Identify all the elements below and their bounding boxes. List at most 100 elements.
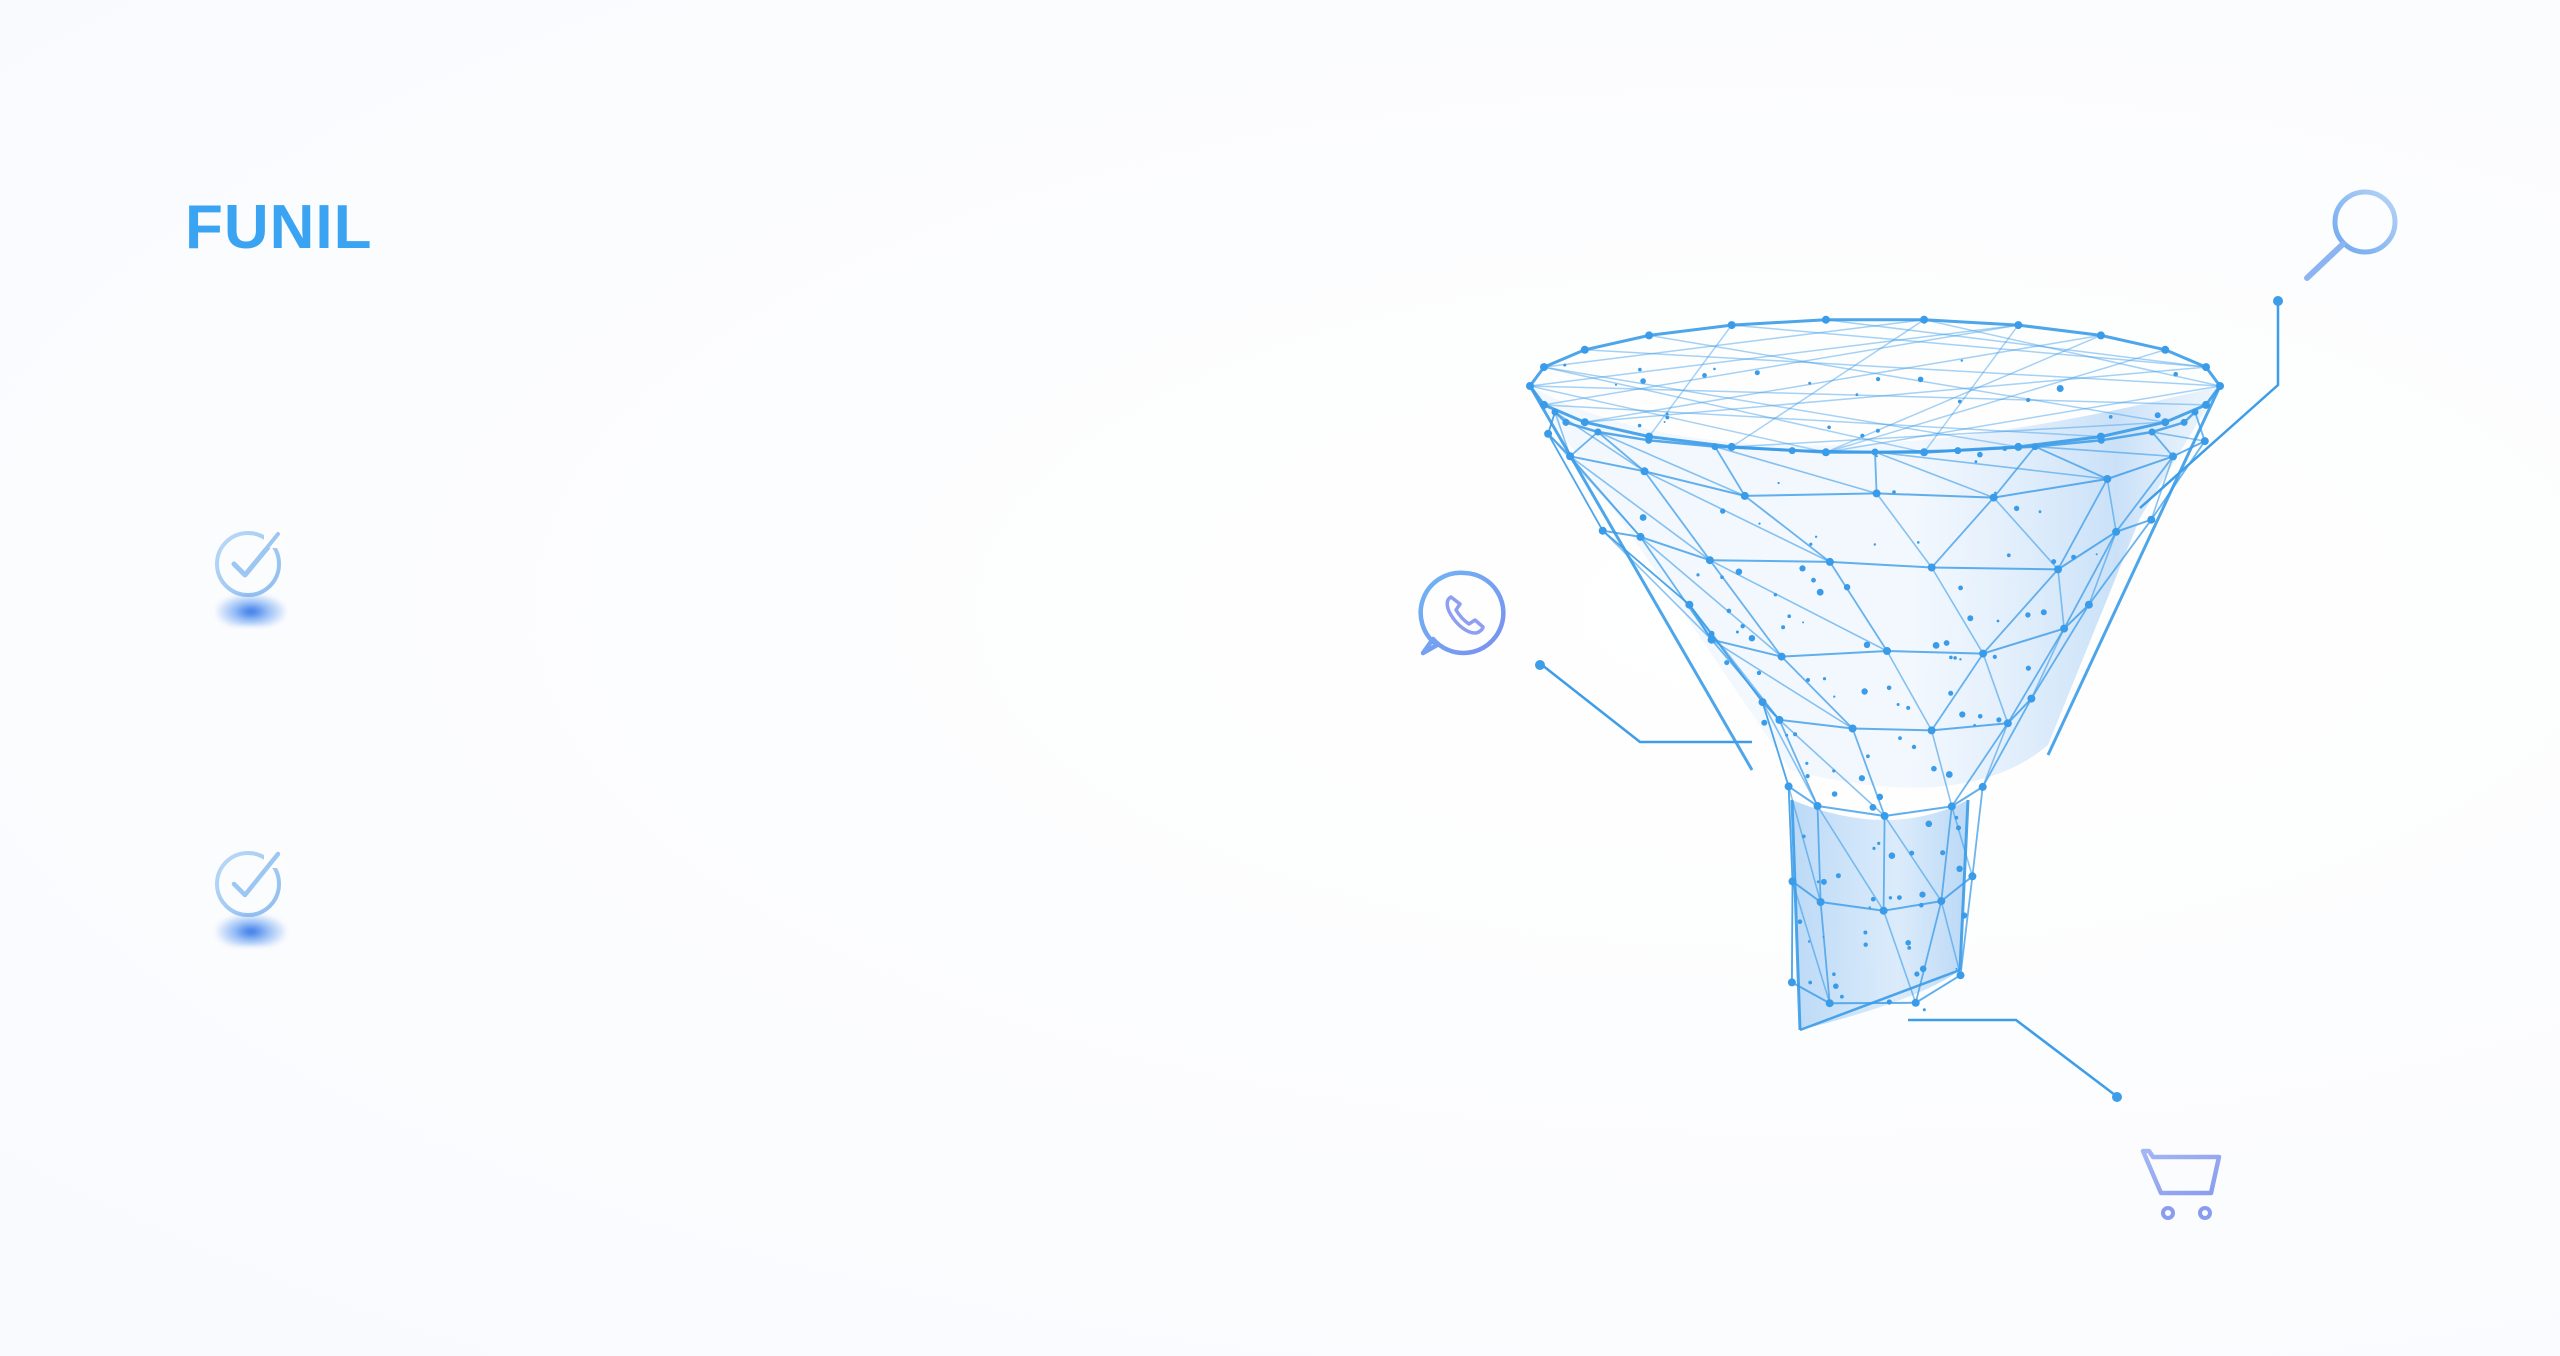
mesh-node (1740, 491, 1749, 500)
mesh-node (1727, 321, 1736, 330)
mesh-edge (1799, 968, 1961, 1032)
mesh-edge (1940, 806, 1953, 902)
mesh-edge (2007, 628, 2065, 724)
mesh-edge (1565, 421, 1599, 434)
mesh-edge (1569, 455, 1645, 473)
mesh-node (1892, 490, 1896, 494)
connector-search (2139, 303, 2280, 509)
mesh-edge (2151, 421, 2185, 434)
mesh-node (1956, 865, 1963, 872)
mesh-node (1886, 685, 1892, 691)
mesh-node (2103, 475, 2112, 483)
mesh-node (1788, 877, 1797, 886)
mesh-edge (1825, 349, 2166, 454)
mesh-node (1758, 522, 1761, 525)
mesh-node (1665, 412, 1669, 416)
mesh-node (1705, 556, 1714, 565)
mesh-node (1540, 363, 1548, 372)
mesh-node (1907, 946, 1912, 950)
mesh-edge (1543, 366, 2019, 448)
mesh-node (1992, 654, 1997, 659)
mesh-edge (2088, 519, 2153, 606)
mesh-node (1832, 972, 1836, 976)
mesh-node (1873, 543, 1876, 546)
mesh-node (1973, 723, 1976, 727)
mesh-node (1931, 765, 1937, 772)
mesh-edge (1829, 560, 1932, 569)
mesh-node (1805, 774, 1810, 779)
mesh-edge (1951, 786, 1984, 808)
mesh-edge (1792, 449, 1876, 454)
mesh-node (1821, 315, 1830, 324)
mesh-edge (1940, 900, 1962, 976)
mesh-edge (1915, 974, 1962, 1004)
mesh-node (1927, 563, 1936, 572)
mesh-node (1640, 378, 1646, 384)
mesh-edge (1584, 333, 1650, 352)
mesh-node (1953, 656, 1957, 660)
mesh-edge (1602, 529, 1641, 538)
mesh-edge (1569, 431, 1599, 457)
mesh-node (1793, 732, 1798, 737)
mesh-node (1927, 726, 1936, 735)
mesh-node (1816, 588, 1824, 596)
mesh-node (1848, 724, 1857, 733)
mesh-edge (1923, 324, 2019, 453)
mesh-node (1544, 429, 1553, 438)
mesh-node (1863, 942, 1868, 947)
mesh-edge (1761, 701, 1790, 787)
mesh-edge (1714, 446, 1746, 497)
mesh-node (2108, 415, 2113, 419)
mesh-node (1919, 965, 1927, 973)
mesh-node (1663, 421, 1666, 423)
mesh-edge (1981, 698, 2033, 788)
mesh-node (1911, 998, 1920, 1007)
mesh-node (2173, 371, 2178, 377)
mesh-edge (1993, 497, 2059, 570)
mesh-node (1863, 930, 1868, 935)
mesh-node (1598, 526, 1607, 535)
mesh-node (1781, 625, 1786, 630)
mesh-edge (1820, 901, 1884, 912)
mesh-edge (1529, 385, 1827, 454)
mesh-node (1875, 455, 1878, 458)
mesh-edge (1958, 799, 1970, 971)
mesh-node (1777, 652, 1786, 661)
connector-phone (1541, 664, 1752, 744)
mesh-node (1940, 850, 1946, 856)
mesh-node (1562, 418, 1570, 426)
mesh-node (1875, 428, 1880, 433)
mesh-node (1640, 467, 1649, 476)
mesh-node (1801, 834, 1806, 839)
mesh-edge (1554, 411, 1645, 472)
mesh-edge (2106, 455, 2174, 480)
mesh-edge (1981, 723, 2009, 788)
mesh-node (1526, 382, 1534, 390)
mesh-edge (2115, 518, 2152, 533)
mesh-node (1961, 912, 1968, 919)
mesh-edge (1829, 561, 1888, 652)
mesh-edge (1731, 318, 1826, 327)
mesh-edge (1781, 650, 1888, 658)
mesh-edge (1931, 497, 1995, 569)
mesh-node (1869, 804, 1877, 811)
mesh-node (1720, 508, 1726, 514)
mesh-node (1711, 443, 1719, 451)
mesh-node (1827, 425, 1831, 430)
mesh-edge (1643, 470, 1711, 561)
mesh-node (1820, 878, 1827, 885)
mesh-node (1960, 359, 1963, 362)
mesh-node (1809, 542, 1813, 546)
mesh-node (2097, 436, 2105, 444)
mesh-edge (1529, 324, 2019, 387)
mesh-node (1773, 593, 1778, 597)
mesh-edge (1731, 421, 2166, 448)
mesh-node (1920, 448, 1929, 457)
mesh-node (1880, 812, 1889, 820)
connector-dot-cart (2112, 1092, 2122, 1102)
mesh-node (2202, 363, 2210, 372)
mesh-edge (2101, 430, 2153, 442)
mesh-node (1994, 491, 1997, 495)
mesh-node (1814, 535, 1818, 538)
mesh-edge (1529, 385, 2207, 406)
